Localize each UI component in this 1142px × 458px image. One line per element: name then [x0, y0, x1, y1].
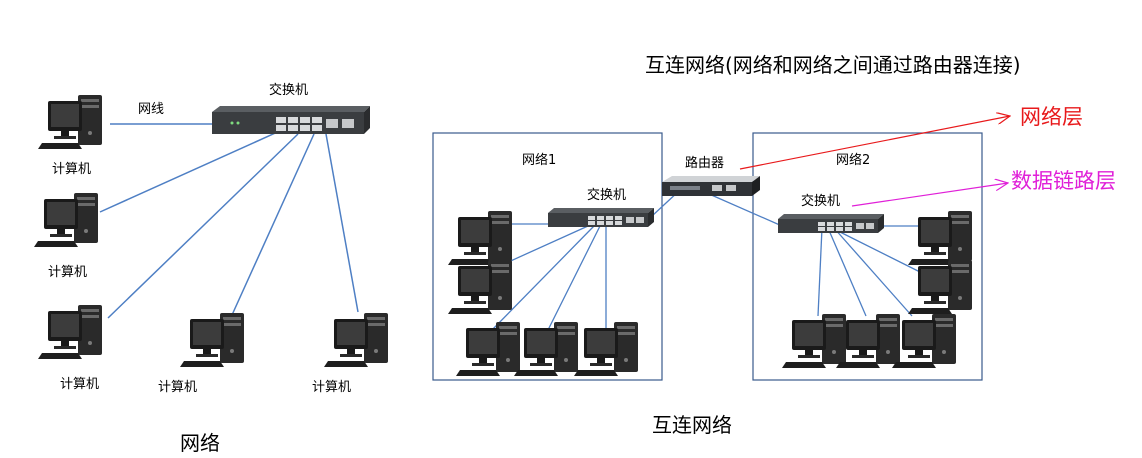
layer-annotations: 网络层 数据链路层 [739, 105, 1116, 207]
network2-box [752, 132, 983, 381]
computer-icon [892, 314, 956, 368]
router-icon [662, 176, 760, 196]
computer-icon [782, 314, 846, 368]
cable-label: 网线 [138, 102, 164, 117]
network1-label: 网络1 [522, 152, 556, 168]
left-network: 交换机 网线 计算机 计算机 计算机 计算机 计算机 网络 [34, 82, 388, 455]
internet-title: 互连网络(网络和网络之间通过路由器连接) [645, 53, 1021, 77]
computer-icon [38, 95, 102, 149]
router-label: 路由器 [685, 155, 724, 171]
computer-icon [180, 313, 244, 367]
network-layer-arrow [739, 116, 1010, 170]
network-layer-label: 网络层 [1020, 105, 1083, 129]
switch-label: 交换机 [587, 187, 626, 203]
computer-icon [448, 260, 512, 314]
computer-label: 计算机 [60, 377, 99, 392]
network-caption: 网络 [180, 431, 220, 455]
datalink-layer-label: 数据链路层 [1011, 169, 1116, 193]
switch-icon [212, 106, 370, 134]
computer-label: 计算机 [48, 265, 87, 280]
network2-label: 网络2 [836, 152, 870, 168]
cable [483, 189, 921, 331]
switch-label: 交换机 [269, 82, 308, 98]
switch-icon [548, 208, 654, 227]
cable [99, 123, 359, 319]
computer-icon [908, 260, 972, 314]
internet: 互连网络(网络和网络之间通过路由器连接) 网络1 网络2 交换机 交换机 路由器 [432, 53, 1021, 437]
computer-icon [324, 313, 388, 367]
computer-label: 计算机 [312, 380, 351, 395]
datalink-layer-arrow [851, 183, 1008, 207]
computer-icon [574, 322, 638, 376]
switch-icon [778, 214, 884, 233]
computer-icon [908, 211, 972, 265]
computer-icon [34, 193, 98, 247]
computer-label: 计算机 [158, 380, 197, 395]
internet-caption: 互连网络 [652, 413, 732, 437]
computer-icon [456, 322, 520, 376]
computer-icon [448, 211, 512, 265]
computer-icon [514, 322, 578, 376]
switch-label: 交换机 [801, 193, 840, 209]
network1-box [432, 132, 663, 381]
computer-label: 计算机 [52, 162, 91, 177]
computer-icon [38, 305, 102, 359]
